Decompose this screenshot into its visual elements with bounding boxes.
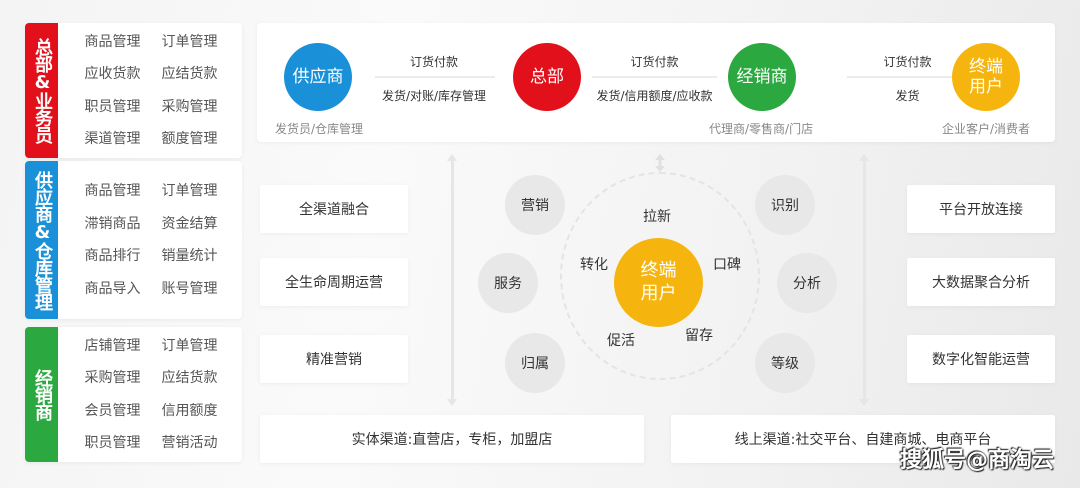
ring-label-acquire: 拉新	[643, 209, 671, 225]
panel-title-headquarters: 总部&业务员	[25, 23, 58, 158]
feature-precision-marketing: 精准营销	[260, 335, 408, 383]
feature-item: 账号管理	[161, 280, 218, 297]
feature-item: 应结货款	[161, 66, 218, 82]
node-distributor: 经销商	[728, 43, 796, 111]
node-end-user-line2: 用户	[969, 77, 1003, 97]
center-ring	[560, 172, 760, 380]
feature-item: 商品管理	[84, 183, 141, 199]
circle-identify: 识别	[755, 175, 815, 235]
link-3-arrow	[847, 76, 972, 78]
circle-analyze: 分析	[777, 253, 837, 313]
feature-item: 滞销商品	[84, 215, 141, 232]
feature-item: 店铺管理	[84, 337, 141, 354]
feature-item: 订单管理	[161, 337, 218, 354]
feature-item: 信用额度	[161, 402, 218, 419]
feature-item: 销量统计	[161, 248, 218, 264]
panel-headquarters: 总部&业务员 商品管理 订单管理 应收货款 应结货款 职员管理 采购管理 渠道管…	[25, 23, 242, 158]
feature-big-data: 大数据聚合分析	[907, 258, 1055, 306]
watermark: 搜狐号@商淘云	[899, 448, 1054, 473]
feature-item: 应结货款	[161, 370, 218, 386]
panel-supplier-warehouse: 供应商&仓库管理 商品管理 订单管理 滞销商品 资金结算 商品排行 销量统计 商…	[25, 161, 242, 319]
supply-chain-flow: 供应商 发货员/仓库管理 订货付款 发货/对账/库存管理 总部 订货付款 发货/…	[257, 23, 1055, 142]
node-supplier: 供应商	[284, 43, 352, 111]
feature-open-platform: 平台开放连接	[907, 185, 1055, 233]
feature-item: 渠道管理	[84, 131, 141, 147]
link-3-bottom: 发货	[895, 89, 920, 103]
feature-item: 资金结算	[161, 215, 218, 232]
feature-item: 采购管理	[161, 98, 218, 115]
feature-item: 应收货款	[84, 66, 141, 82]
link-1-top: 订货付款	[409, 55, 458, 69]
online-channels: 线上渠道:社交平台、自建商城、电商平台	[671, 415, 1055, 463]
node-end-user-line1: 终端	[969, 56, 1003, 77]
node-end-user-caption: 企业客户/消费者	[942, 122, 1031, 136]
offline-channels: 实体渠道:直营店，专柜，加盟店	[260, 415, 644, 463]
feature-digital-ops: 数字化智能运营	[907, 335, 1055, 383]
ring-label-retain: 留存	[685, 328, 713, 344]
feature-item: 职员管理	[84, 435, 141, 451]
node-supplier-caption: 发货员/仓库管理	[275, 122, 364, 136]
link-2-bottom: 发货/信用额度/应收款	[596, 89, 713, 103]
link-1-bottom: 发货/对账/库存管理	[381, 89, 487, 103]
feature-item: 采购管理	[84, 370, 141, 386]
panel-title-distributor: 经销商	[25, 327, 58, 462]
node-end-user: 终端 用户	[952, 43, 1020, 111]
feature-item: 商品排行	[84, 248, 141, 264]
panel-title-supplier: 供应商&仓库管理	[25, 161, 58, 319]
center-line2: 用户	[640, 282, 677, 304]
feature-item: 会员管理	[84, 402, 141, 419]
feature-item: 订单管理	[161, 183, 218, 199]
ring-label-reputation: 口碑	[713, 257, 741, 273]
ring-label-activate: 促活	[607, 333, 635, 349]
feature-item: 职员管理	[84, 98, 141, 115]
left-vertical-arrow	[447, 154, 457, 406]
link-1-arrow	[375, 76, 495, 78]
ring-label-convert: 转化	[580, 257, 608, 273]
link-2-top: 订货付款	[630, 55, 679, 69]
node-headquarters: 总部	[513, 43, 581, 111]
link-3-top: 订货付款	[883, 55, 932, 69]
panel-distributor: 经销商 店铺管理 订单管理 采购管理 应结货款 会员管理 信用额度 职员管理 营…	[25, 327, 242, 462]
node-distributor-caption: 代理商/零售商/门店	[709, 122, 814, 136]
feature-item: 订单管理	[161, 33, 218, 50]
feature-item: 营销活动	[161, 435, 218, 451]
feature-lifecycle: 全生命周期运营	[260, 258, 408, 306]
center-line1: 终端	[640, 260, 677, 281]
right-vertical-arrow	[859, 154, 869, 406]
feature-omnichannel: 全渠道融合	[260, 185, 408, 233]
circle-marketing: 营销	[505, 175, 565, 235]
link-2-arrow	[592, 76, 717, 78]
feature-item: 商品管理	[84, 33, 141, 50]
circle-service: 服务	[478, 253, 538, 313]
center-end-user: 终端 用户	[614, 238, 703, 327]
feature-item: 额度管理	[161, 131, 218, 147]
circle-ownership: 归属	[505, 333, 565, 393]
updown-arrow-icon	[655, 154, 665, 172]
circle-level: 等级	[755, 333, 815, 393]
feature-item: 商品导入	[84, 280, 141, 297]
